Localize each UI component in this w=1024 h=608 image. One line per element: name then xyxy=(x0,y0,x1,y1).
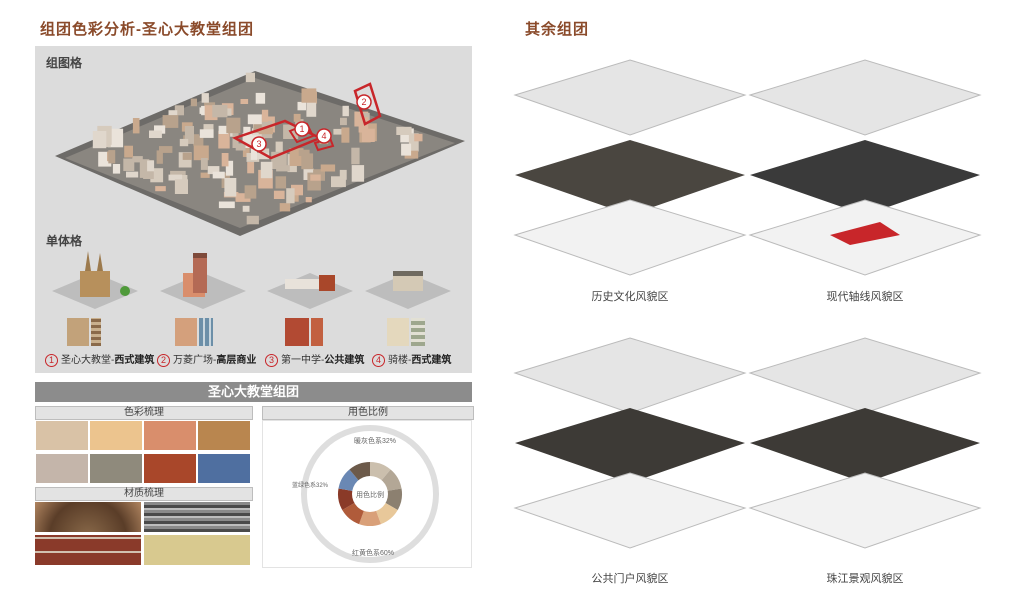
tile-cathedral xyxy=(52,251,138,309)
ratio-section-header: 用色比例 xyxy=(262,406,474,420)
color-swatch-grid xyxy=(35,420,253,484)
cluster-title-bar: 圣心大教堂组团 xyxy=(35,382,472,402)
stack-label-pearl-river: 珠江景观风貌区 xyxy=(826,573,904,585)
stack-label-historic: 历史文化风貌区 xyxy=(591,291,669,303)
tile-qilou xyxy=(365,271,451,309)
stack-public-gateway xyxy=(513,337,747,549)
swatch-6 xyxy=(89,453,143,484)
ratio-center-label: 用色比例 xyxy=(356,490,384,499)
stack-row-top xyxy=(513,59,982,276)
swatch-3 xyxy=(143,420,197,451)
marker-3: 3 xyxy=(251,136,267,152)
right-section-title: 其余组团 xyxy=(525,21,590,38)
material-section-header: 材质梳理 xyxy=(35,487,253,501)
marker-2: 2 xyxy=(356,94,372,110)
swatch-2 xyxy=(89,420,143,451)
highlight-area-2 xyxy=(353,82,382,126)
ratio-label-red-yellow: 红黄色系60% xyxy=(352,548,394,557)
svg-text:3: 3 xyxy=(256,139,261,149)
material-thumb-2a xyxy=(175,318,197,346)
left-section-title: 组团色彩分析-圣心大教堂组团 xyxy=(40,21,254,38)
map-panel: 组图格 单体格 3 2 1 4 xyxy=(35,46,472,373)
marker-4: 4 xyxy=(316,128,332,144)
aerial-city-map: 3 2 1 4 xyxy=(55,71,465,236)
group-grid-label: 组图格 xyxy=(46,56,83,70)
stack-pearl-river xyxy=(748,337,982,549)
marker-1: 1 xyxy=(294,121,310,137)
ratio-label-warm-grey: 暖灰色系32% xyxy=(354,436,396,445)
swatch-8 xyxy=(197,453,251,484)
material-thumb-3a xyxy=(285,318,309,346)
svg-text:1: 1 xyxy=(299,124,304,134)
material-sample-sandstone xyxy=(144,535,250,565)
single-grid-label: 单体格 xyxy=(46,234,83,248)
material-thumb-4b xyxy=(411,318,425,346)
material-thumb-3b xyxy=(311,318,323,346)
ratio-label-blue-green: 蓝绿色系32% xyxy=(292,481,329,489)
color-section-header: 色彩梳理 xyxy=(35,406,253,420)
material-thumb-1a xyxy=(67,318,89,346)
svg-text:2: 2 xyxy=(361,97,366,107)
material-thumb-1b xyxy=(91,318,101,346)
stack-label-modern-axis: 现代轴线风貌区 xyxy=(826,291,904,303)
swatch-5 xyxy=(35,453,89,484)
swatch-7 xyxy=(143,453,197,484)
material-sample-brick xyxy=(35,535,141,565)
tile-first-middle-school xyxy=(267,273,353,309)
svg-text:4: 4 xyxy=(321,131,326,141)
ratio-chart-panel: 用色比例 暖灰色系32% 蓝绿色系32% 红黄色系60% xyxy=(262,420,472,568)
tile-wanling-plaza xyxy=(160,253,246,309)
stack-historic xyxy=(513,59,747,276)
material-sample-stone-arch xyxy=(35,502,141,532)
single-building-tiles xyxy=(52,251,451,309)
ratio-donut-chart: 用色比例 暖灰色系32% 蓝绿色系32% 红黄色系60% xyxy=(292,425,439,563)
material-thumb-2b xyxy=(199,318,213,346)
material-thumb-4a xyxy=(387,318,409,346)
stack-label-public-gateway: 公共门户风貌区 xyxy=(591,573,669,585)
stack-modern-axis xyxy=(748,59,982,276)
material-sample-slate xyxy=(144,502,250,532)
swatch-1 xyxy=(35,420,89,451)
swatch-4 xyxy=(197,420,251,451)
stack-row-bottom xyxy=(513,337,982,549)
